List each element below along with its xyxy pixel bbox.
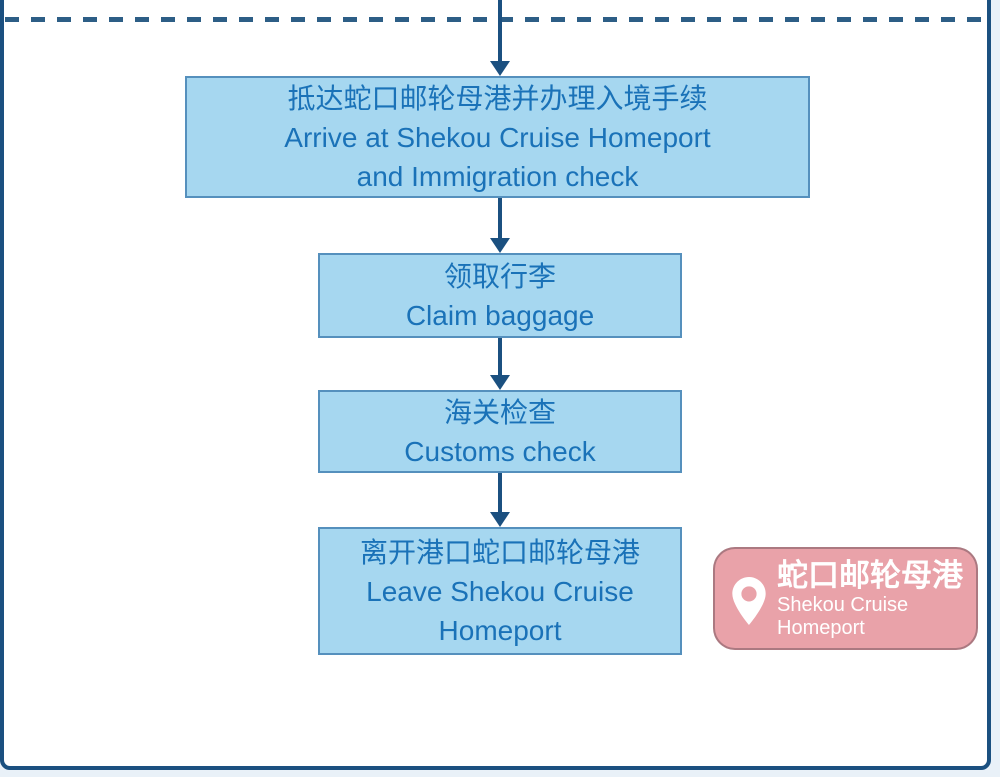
connector-line <box>498 473 502 513</box>
step-label-zh: 领取行李 <box>443 260 556 292</box>
step-label-en: and Immigration check <box>356 160 639 192</box>
arrow-down-icon <box>490 375 510 390</box>
arrow-down-icon <box>490 238 510 253</box>
step-label-en: Claim baggage <box>405 299 595 331</box>
step-label-zh: 离开港口蛇口邮轮母港 <box>359 536 640 568</box>
flow-step-arrive-immigration: 抵达蛇口邮轮母港并办理入境手续 Arrive at Shekou Cruise … <box>185 76 810 198</box>
step-label-en: Arrive at Shekou Cruise Homeport <box>284 121 711 153</box>
step-label-en: Leave Shekou Cruise <box>366 575 634 607</box>
flow-step-claim-baggage: 领取行李 Claim baggage <box>318 253 682 338</box>
connector-line <box>498 338 502 376</box>
location-badge-text: 蛇口邮轮母港 Shekou Cruise Homeport <box>777 558 963 640</box>
badge-label-zh: 蛇口邮轮母港 <box>777 557 963 593</box>
arrow-down-icon <box>490 61 510 76</box>
step-label-zh: 抵达蛇口邮轮母港并办理入境手续 <box>287 82 708 114</box>
step-label-en: Homeport <box>438 614 562 646</box>
flow-step-customs-check: 海关检查 Customs check <box>318 390 682 473</box>
location-pin-icon <box>732 576 766 625</box>
step-label-zh: 海关检查 <box>443 396 556 428</box>
connector-line-top <box>498 0 502 62</box>
location-badge: 蛇口邮轮母港 Shekou Cruise Homeport <box>713 547 978 650</box>
dashed-boundary-line <box>5 17 986 22</box>
flow-step-leave-homeport: 离开港口蛇口邮轮母港 Leave Shekou Cruise Homeport <box>318 527 682 655</box>
connector-line <box>498 198 502 240</box>
step-label-en: Customs check <box>404 435 596 467</box>
arrow-down-icon <box>490 512 510 527</box>
badge-label-en: Shekou Cruise <box>777 593 909 616</box>
badge-label-en: Homeport <box>777 616 865 639</box>
